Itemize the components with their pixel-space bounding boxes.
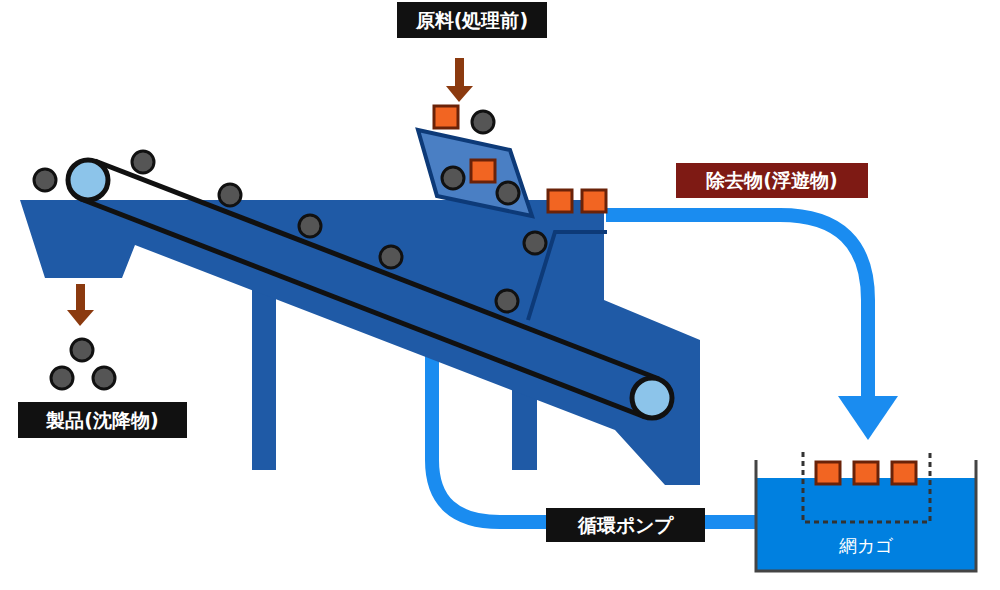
label-box: 原料(処理前) [397, 2, 547, 38]
label-text: 製品(沈降物) [46, 409, 158, 432]
label-text: 原料(処理前) [416, 9, 528, 32]
tank: 網カゴ [756, 460, 976, 571]
label-text: 循環ポンプ [578, 514, 673, 537]
label-box: 除去物(浮遊物) [676, 163, 868, 198]
label-box: 製品(沈降物) [18, 402, 187, 438]
label-text: 除去物(浮遊物) [706, 169, 837, 192]
label-box: 循環ポンプ [546, 508, 705, 542]
label-text: 網カゴ [839, 535, 893, 557]
